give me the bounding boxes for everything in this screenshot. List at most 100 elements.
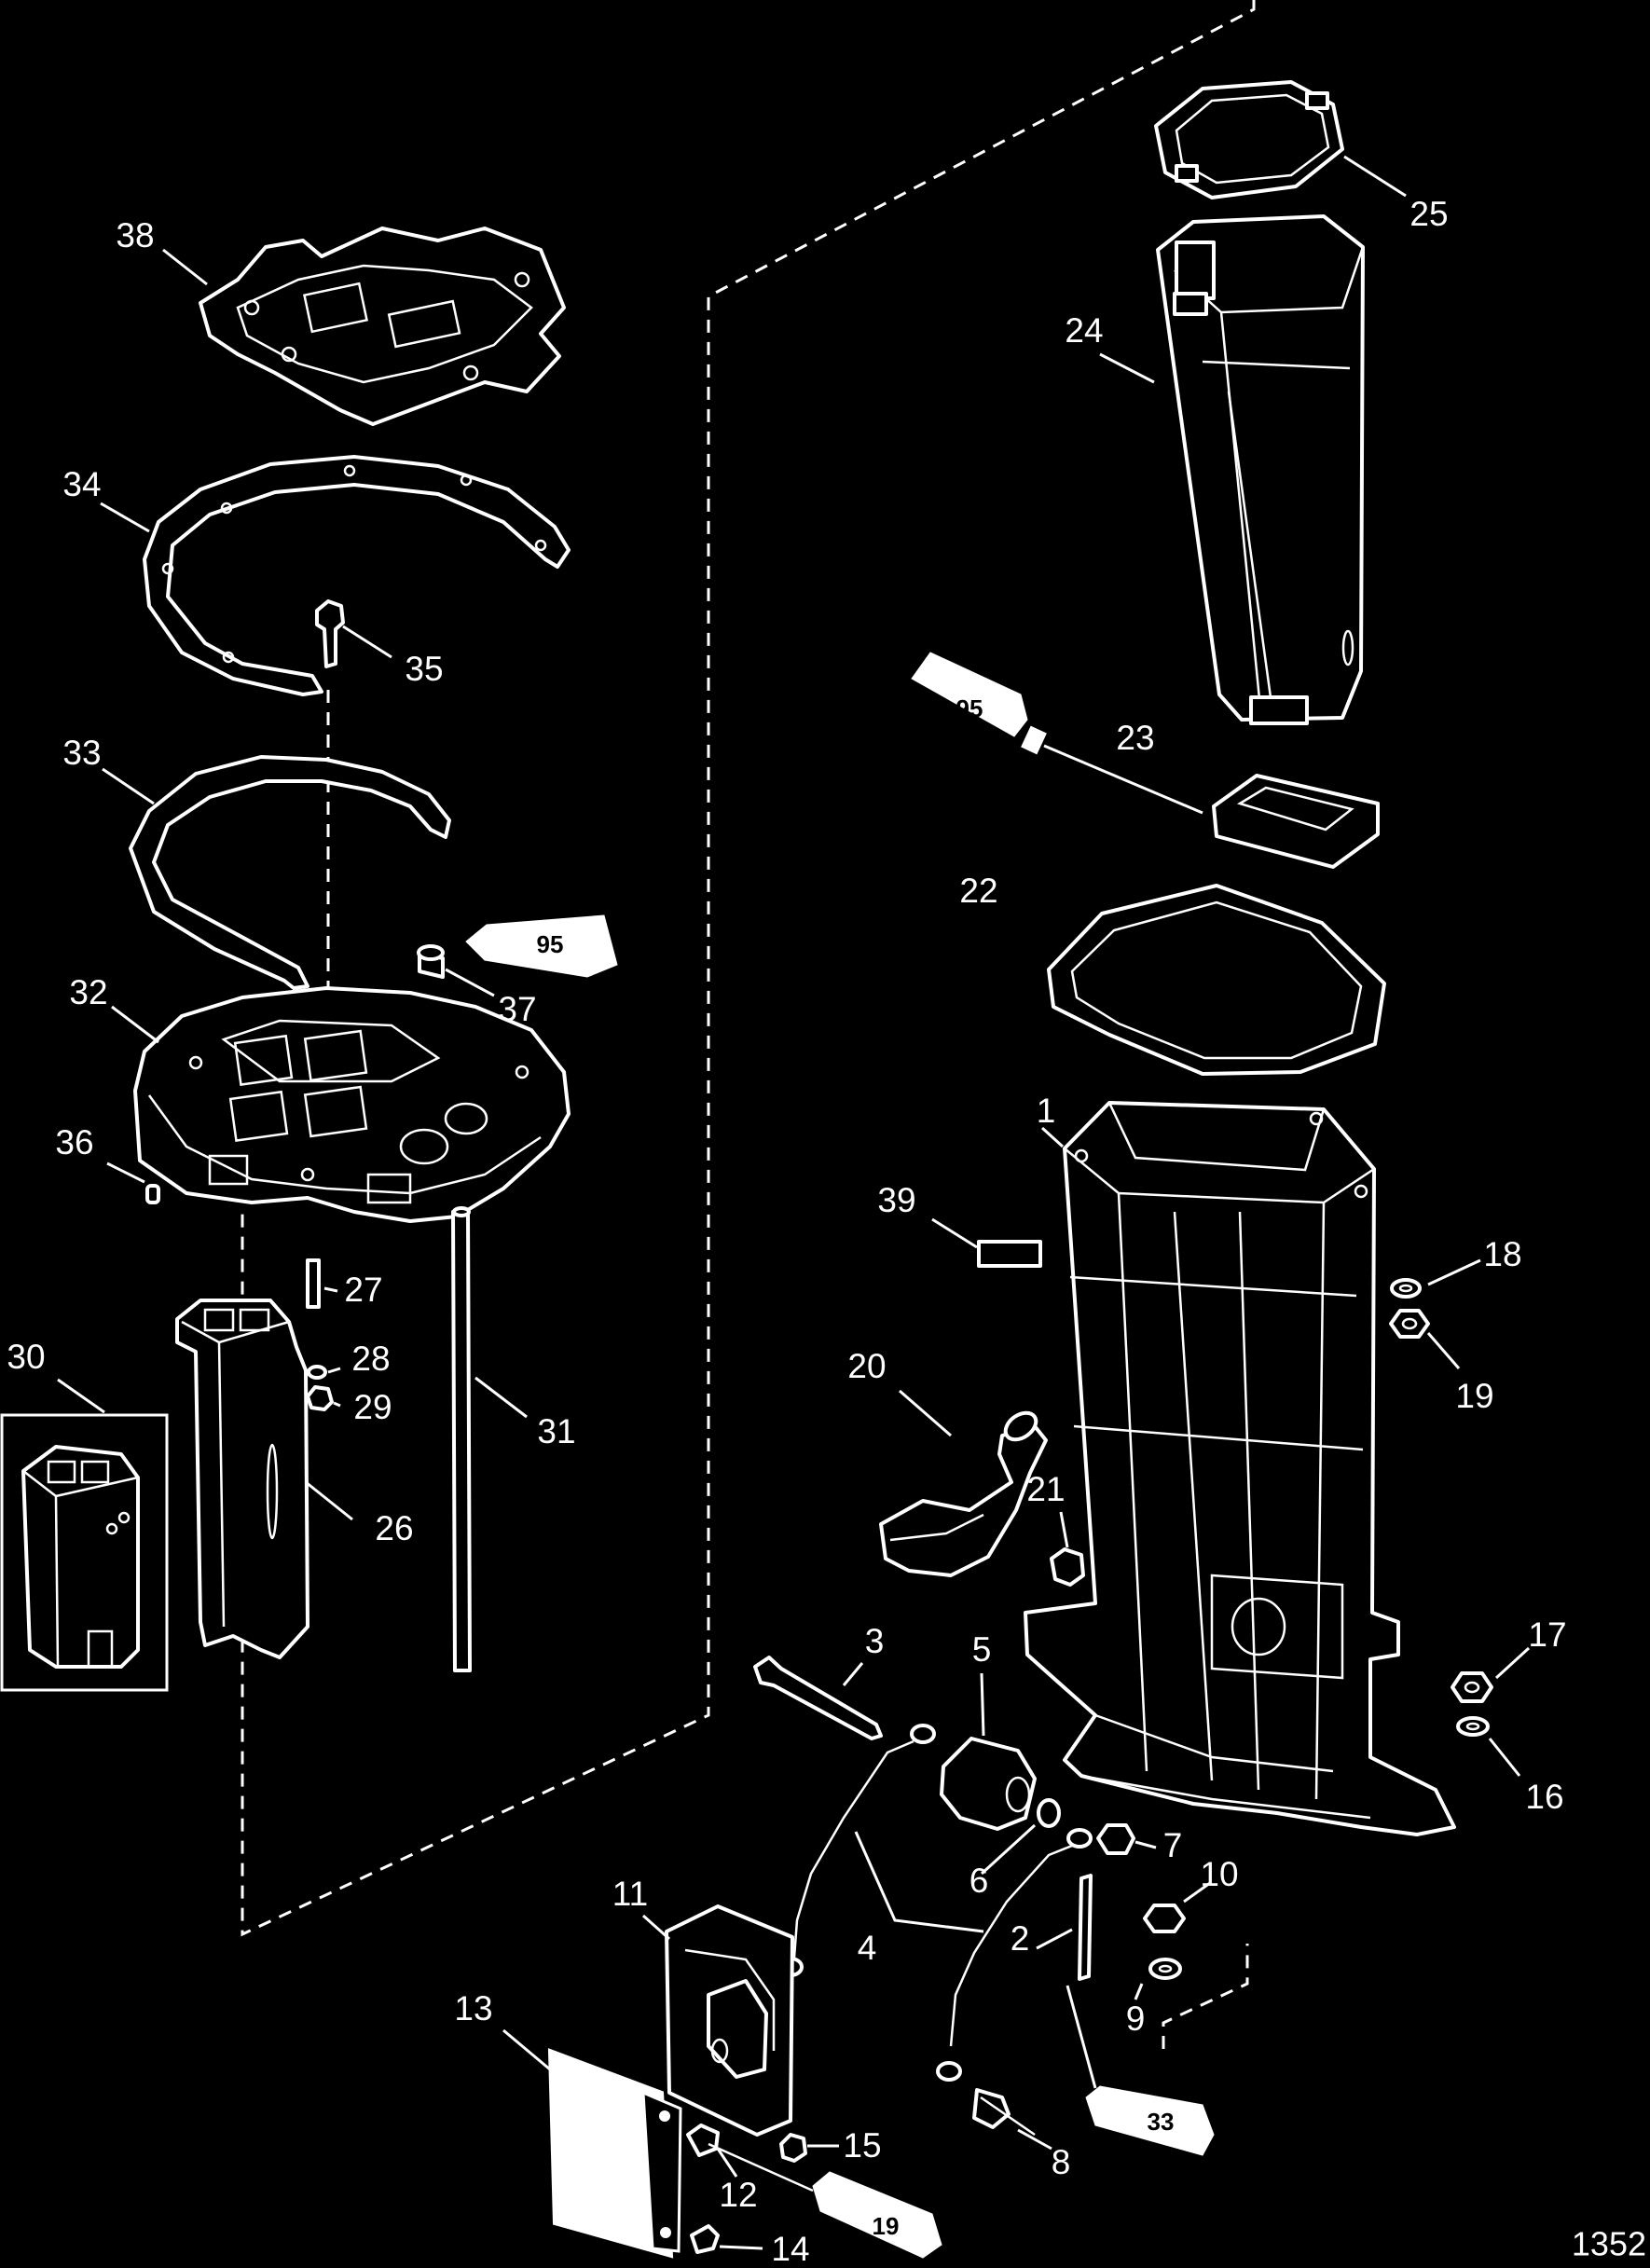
callout-18: 18 [1483,1235,1521,1273]
leader-39 [931,1217,978,1249]
callout-1: 1 [1037,1092,1056,1130]
callout-13: 13 [454,1989,492,2027]
part-37-bushing [417,944,445,979]
callout-5: 5 [972,1630,992,1669]
tube-label-95-lower: 95 [537,930,564,958]
part-38-gasket [199,227,566,426]
part-25-gasket [1154,80,1344,199]
callout-12: 12 [719,2176,757,2214]
leader-tube95-23 [1043,744,1203,815]
part-23-seal [1212,774,1380,869]
leader-6 [980,1823,1037,1876]
callout-34: 34 [62,465,101,503]
part-31-rod [451,1206,472,1672]
part-11-bracket [665,1904,794,2137]
part-22-gasket [1047,884,1386,1076]
callout-8: 8 [1052,2143,1071,2181]
assembly-boundary-dashed [241,0,1256,1937]
leader-31 [474,1376,528,1419]
part-19-nut [1389,1309,1430,1339]
part-27-stud [306,1258,321,1309]
leader-8 [1017,2128,1052,2151]
callout-10: 10 [1200,1855,1238,1893]
callout-37: 37 [498,990,536,1028]
part-18-washer [1390,1278,1422,1299]
leader-34 [100,502,150,533]
leader-14 [719,2245,763,2250]
callout-36: 36 [55,1123,93,1161]
leader-5 [980,1672,985,1737]
part-14-screw [690,2224,720,2254]
leader-16 [1488,1738,1521,1777]
leader-25 [1343,155,1407,198]
leader-24 [1099,352,1155,384]
callout-24: 24 [1065,311,1103,350]
leader-35 [342,625,392,659]
leader-30 [57,1378,105,1414]
callout-15: 15 [843,2126,881,2165]
part-20-water-elbow [879,1410,1048,1577]
callout-27: 27 [344,1271,382,1309]
part-30-frame [0,1413,169,1692]
assembly-boundary-dashed-lower [1162,1944,1249,2049]
callout-31: 31 [537,1412,575,1450]
callout-labels: 1 2 3 4 5 6 7 8 9 10 11 12 13 14 15 16 1… [7,155,1646,2268]
leader-18 [1427,1258,1481,1286]
figure-reference-number: 1352 [1572,2225,1646,2263]
part-39-pad [977,1240,1042,1268]
part-17-nut [1451,1671,1493,1703]
leader-2 [1036,1928,1073,1950]
leader-20 [899,1389,952,1437]
sealant-tube-95-lower: 95 [465,914,618,978]
callout-20: 20 [847,1347,886,1385]
leader-3 [842,1662,864,1686]
callout-17: 17 [1528,1615,1566,1654]
callout-6: 6 [969,1862,989,1900]
part-16-washer [1456,1716,1490,1737]
callout-16: 16 [1525,1778,1563,1816]
leader-4 [854,1831,984,1933]
callout-32: 32 [69,973,107,1011]
callout-28: 28 [351,1340,390,1378]
sealant-tube-95-upper: 95 [911,652,1047,755]
part-36-dowel [145,1184,160,1204]
part-2-stud [1078,1874,1093,1981]
callout-22: 22 [959,872,997,910]
part-4-ground-straps [777,1724,1093,2082]
leader-28 [327,1367,341,1374]
leader-27 [323,1286,338,1293]
leader-36 [106,1161,145,1184]
part-13-anode [547,2048,682,2259]
part-28-washer [307,1365,327,1380]
callout-30: 30 [7,1338,45,1376]
callout-7: 7 [1163,1826,1183,1864]
part-15-nut [779,2133,807,2163]
leader-19 [1426,1332,1461,1369]
sealant-tube-33: 33 [1085,2085,1215,2156]
part-35-bolt [315,599,345,668]
leader-9 [1134,1983,1144,2000]
leader-29 [333,1401,341,1408]
leader-17 [1494,1646,1531,1680]
leader-26 [305,1480,353,1521]
part-26-exhaust-tube [175,1299,309,1659]
part-33-seal [129,755,451,990]
callout-4: 4 [858,1929,877,1967]
callout-14: 14 [771,2230,809,2268]
sealant-tube-19: 19 [812,2171,942,2259]
part-12-screw [686,2124,814,2192]
callout-33: 33 [62,734,101,772]
part-21-plug [1050,1547,1085,1587]
part-3-bolt [753,1656,883,1740]
leader-12 [716,2148,738,2178]
part-29-nut [306,1385,334,1411]
callout-38: 38 [116,216,154,254]
leader-13 [502,2028,551,2071]
leader-32 [111,1005,159,1044]
part-24-upper-housing [1156,214,1365,725]
part-9-washer [1148,1958,1182,1980]
part-30-inset [0,1413,169,1692]
part-7-nut [1096,1823,1135,1855]
callout-25: 25 [1409,195,1448,233]
